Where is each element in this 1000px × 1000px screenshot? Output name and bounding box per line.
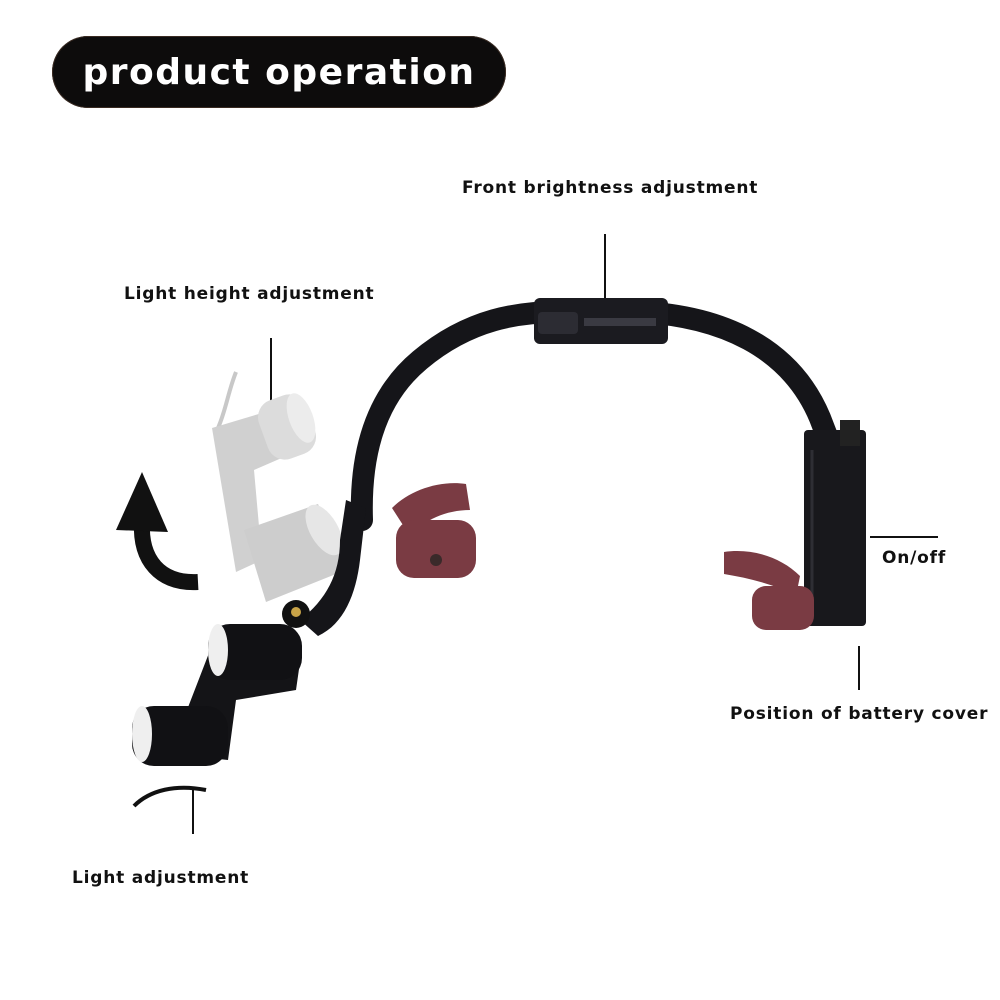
label-front-brightness: Front brightness adjustment [462, 178, 759, 198]
lamp-lowered [132, 600, 310, 808]
title-banner: product operation [52, 36, 506, 108]
ghost-lamp-raised [212, 371, 346, 602]
rotate-up-arrow-icon [116, 472, 199, 591]
headband-frame [300, 298, 841, 636]
leader-light-adjustment [192, 790, 194, 834]
leader-battery-cover [858, 646, 860, 690]
battery-box [804, 420, 866, 626]
page-title: product operation [82, 51, 476, 93]
label-light-adjustment: Light adjustment [72, 868, 250, 888]
label-on-off: On/off [882, 548, 947, 568]
head-pad-right [724, 551, 814, 630]
label-light-height: Light height adjustment [124, 284, 375, 304]
leader-light-height [270, 338, 272, 412]
head-pad-left [392, 483, 476, 578]
label-battery-cover: Position of battery cover [730, 704, 989, 724]
leader-on-off [870, 536, 938, 538]
leader-front-brightness [604, 234, 606, 306]
